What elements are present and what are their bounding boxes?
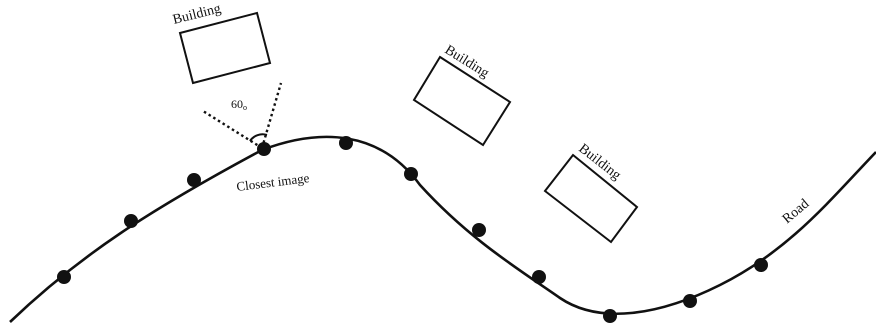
camera-point bbox=[683, 294, 697, 308]
building-1: Building bbox=[171, 1, 272, 85]
camera-point bbox=[754, 258, 768, 272]
camera-point bbox=[472, 223, 486, 237]
camera-point bbox=[603, 309, 617, 323]
camera-point-closest bbox=[257, 142, 271, 156]
camera-points bbox=[57, 136, 768, 323]
building-2: Building bbox=[412, 43, 512, 147]
camera-point bbox=[57, 270, 71, 284]
camera-point bbox=[187, 173, 201, 187]
fov-angle-arc bbox=[249, 133, 268, 142]
building-3-outline bbox=[543, 153, 639, 244]
camera-point bbox=[404, 167, 418, 181]
fov-right-ray bbox=[260, 82, 283, 149]
fov-left-ray bbox=[202, 109, 263, 150]
fov-angle-unit: o bbox=[243, 103, 247, 112]
building-3: Building bbox=[543, 141, 639, 244]
camera-point bbox=[532, 270, 546, 284]
field-of-view: 60o bbox=[202, 82, 283, 150]
road-line bbox=[9, 135, 876, 323]
fov-angle-value: 60 bbox=[231, 97, 243, 111]
building-2-outline bbox=[412, 55, 512, 147]
fov-angle-label: 60o bbox=[231, 97, 247, 112]
camera-point bbox=[124, 214, 138, 228]
camera-point bbox=[339, 136, 353, 150]
building-1-outline bbox=[178, 11, 272, 85]
closest-image-label: Closest image bbox=[236, 170, 311, 194]
